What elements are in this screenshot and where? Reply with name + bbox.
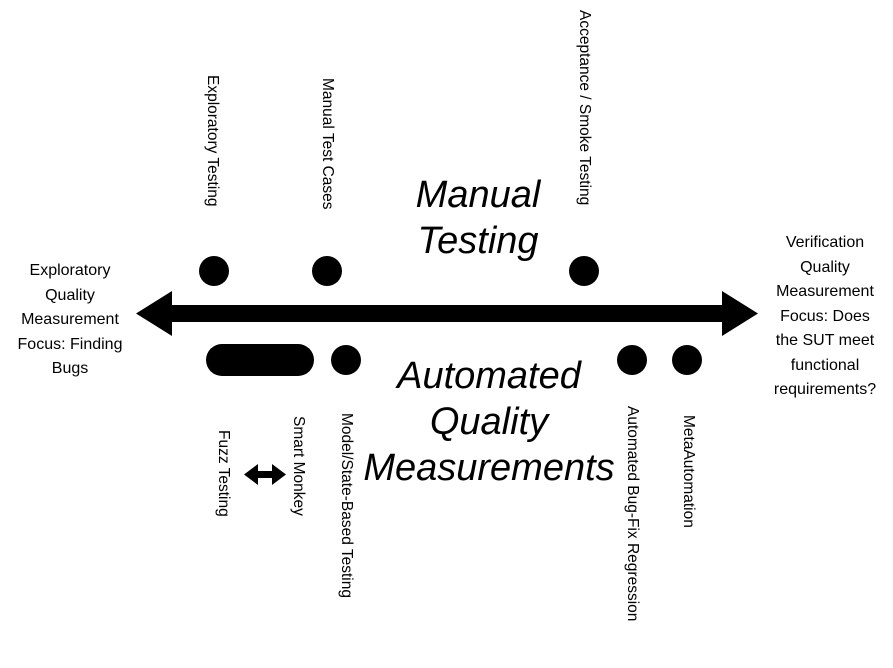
right-end-line: requirements? xyxy=(773,381,877,398)
manual-testing-heading: Manual Testing xyxy=(378,172,578,264)
fuzz-testing-label: Fuzz Testing xyxy=(215,430,232,517)
model-based-marker xyxy=(331,345,361,375)
acceptance-smoke-marker xyxy=(569,256,599,286)
automated-heading-line: Quality xyxy=(429,401,549,443)
exploratory-testing-label: Exploratory Testing xyxy=(204,75,221,207)
right-end-line: functional xyxy=(790,356,860,374)
left-end-line: Bugs xyxy=(51,360,89,377)
right-end-label: Verification Quality Measurement Focus: … xyxy=(760,231,890,403)
left-end-line: Focus: Finding xyxy=(17,335,123,353)
spectrum-arrow xyxy=(136,291,758,336)
right-end-line: Quality xyxy=(800,258,850,276)
bug-fix-regression-marker xyxy=(617,345,647,375)
automated-heading-line: Automated xyxy=(397,355,581,397)
manual-test-cases-marker xyxy=(312,256,342,286)
left-end-line: Exploratory xyxy=(29,262,111,279)
smart-monkey-label: Smart Monkey xyxy=(290,416,307,516)
left-end-line: Quality xyxy=(45,286,95,304)
left-end-label: Exploratory Quality Measurement Focus: F… xyxy=(8,259,132,382)
metaautomation-marker xyxy=(672,345,702,375)
bug-fix-regression-label: Automated Bug-Fix Regression xyxy=(624,406,641,622)
metaautomation-label: MetaAutomation xyxy=(680,415,697,528)
left-end-line: Measurement xyxy=(21,311,119,328)
manual-heading-line: Testing xyxy=(417,220,539,262)
right-end-line: Verification xyxy=(785,234,865,251)
model-based-label: Model/State-Based Testing xyxy=(338,413,355,598)
automated-heading: Automated Quality Measurements xyxy=(358,353,620,491)
manual-heading-line: Manual xyxy=(415,174,541,216)
manual-test-cases-label: Manual Test Cases xyxy=(319,78,336,210)
exploratory-testing-marker xyxy=(199,256,229,286)
right-end-line: Measurement xyxy=(776,283,874,300)
fuzz-monkey-range-marker xyxy=(206,344,314,376)
right-end-line: Focus: Does xyxy=(780,307,870,325)
automated-heading-line: Measurements xyxy=(363,447,615,489)
right-end-line: the SUT meet xyxy=(775,332,875,349)
acceptance-smoke-label: Acceptance / Smoke Testing xyxy=(576,10,593,206)
fuzz-monkey-double-arrow xyxy=(244,464,286,485)
